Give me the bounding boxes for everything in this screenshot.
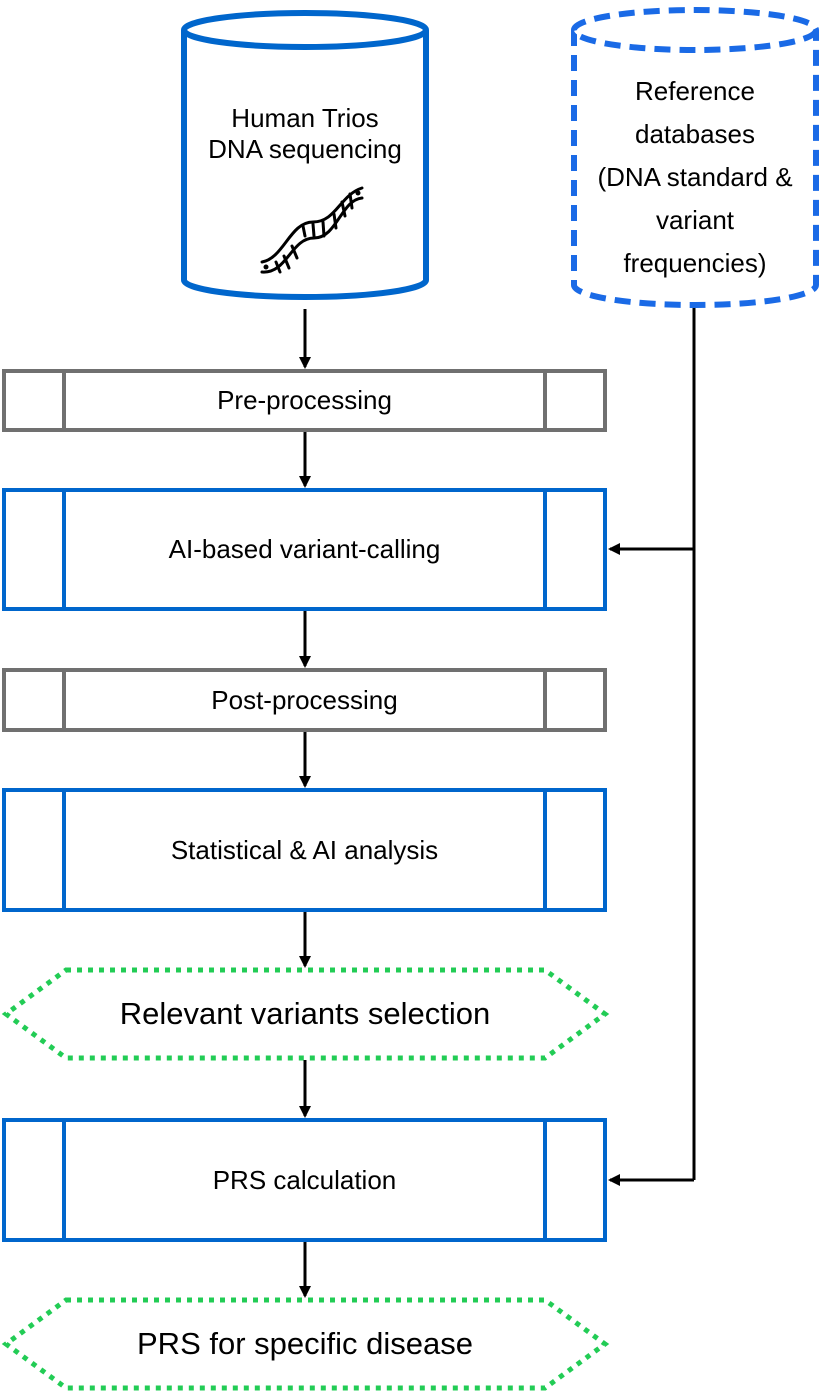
reference-label: Reference databases (DNA standard & vari…	[574, 70, 816, 284]
post-processing-label: Post-processing	[211, 684, 398, 715]
trios-label-line2: DNA sequencing	[208, 134, 402, 164]
reference-label-line2: databases	[635, 118, 755, 149]
reference-label-line5: frequencies)	[623, 247, 767, 278]
trios-cylinder	[181, 10, 429, 300]
prs-output-hexagon	[1, 1297, 610, 1391]
ai-variant-calling-box	[2, 488, 607, 611]
reference-label-line1: Reference	[635, 75, 755, 106]
post-processing-box	[2, 668, 607, 732]
statistical-analysis-box	[2, 788, 607, 912]
statistical-analysis-label: Statistical & AI analysis	[170, 834, 439, 865]
prs-calculation-label: PRS calculation	[212, 1164, 397, 1195]
trios-label-line1: Human Trios	[231, 103, 379, 133]
ai-variant-calling-label: AI-based variant-calling	[168, 534, 441, 564]
prs-calculation-box	[2, 1118, 607, 1242]
trios-label: Human Trios DNA sequencing	[184, 88, 426, 180]
prs-output-label: PRS for specific disease	[137, 1326, 473, 1361]
pre-processing-box	[2, 369, 607, 432]
dna-icon	[260, 186, 364, 274]
pre-processing-label: Pre-processing	[217, 385, 392, 415]
reference-connector	[608, 308, 696, 1186]
reference-cylinder	[571, 7, 819, 308]
variants-selection-hexagon	[1, 967, 610, 1061]
variants-selection-label: Relevant variants selection	[119, 996, 491, 1031]
reference-label-line4: variant	[655, 204, 735, 235]
reference-label-line3: (DNA standard &	[597, 161, 793, 192]
